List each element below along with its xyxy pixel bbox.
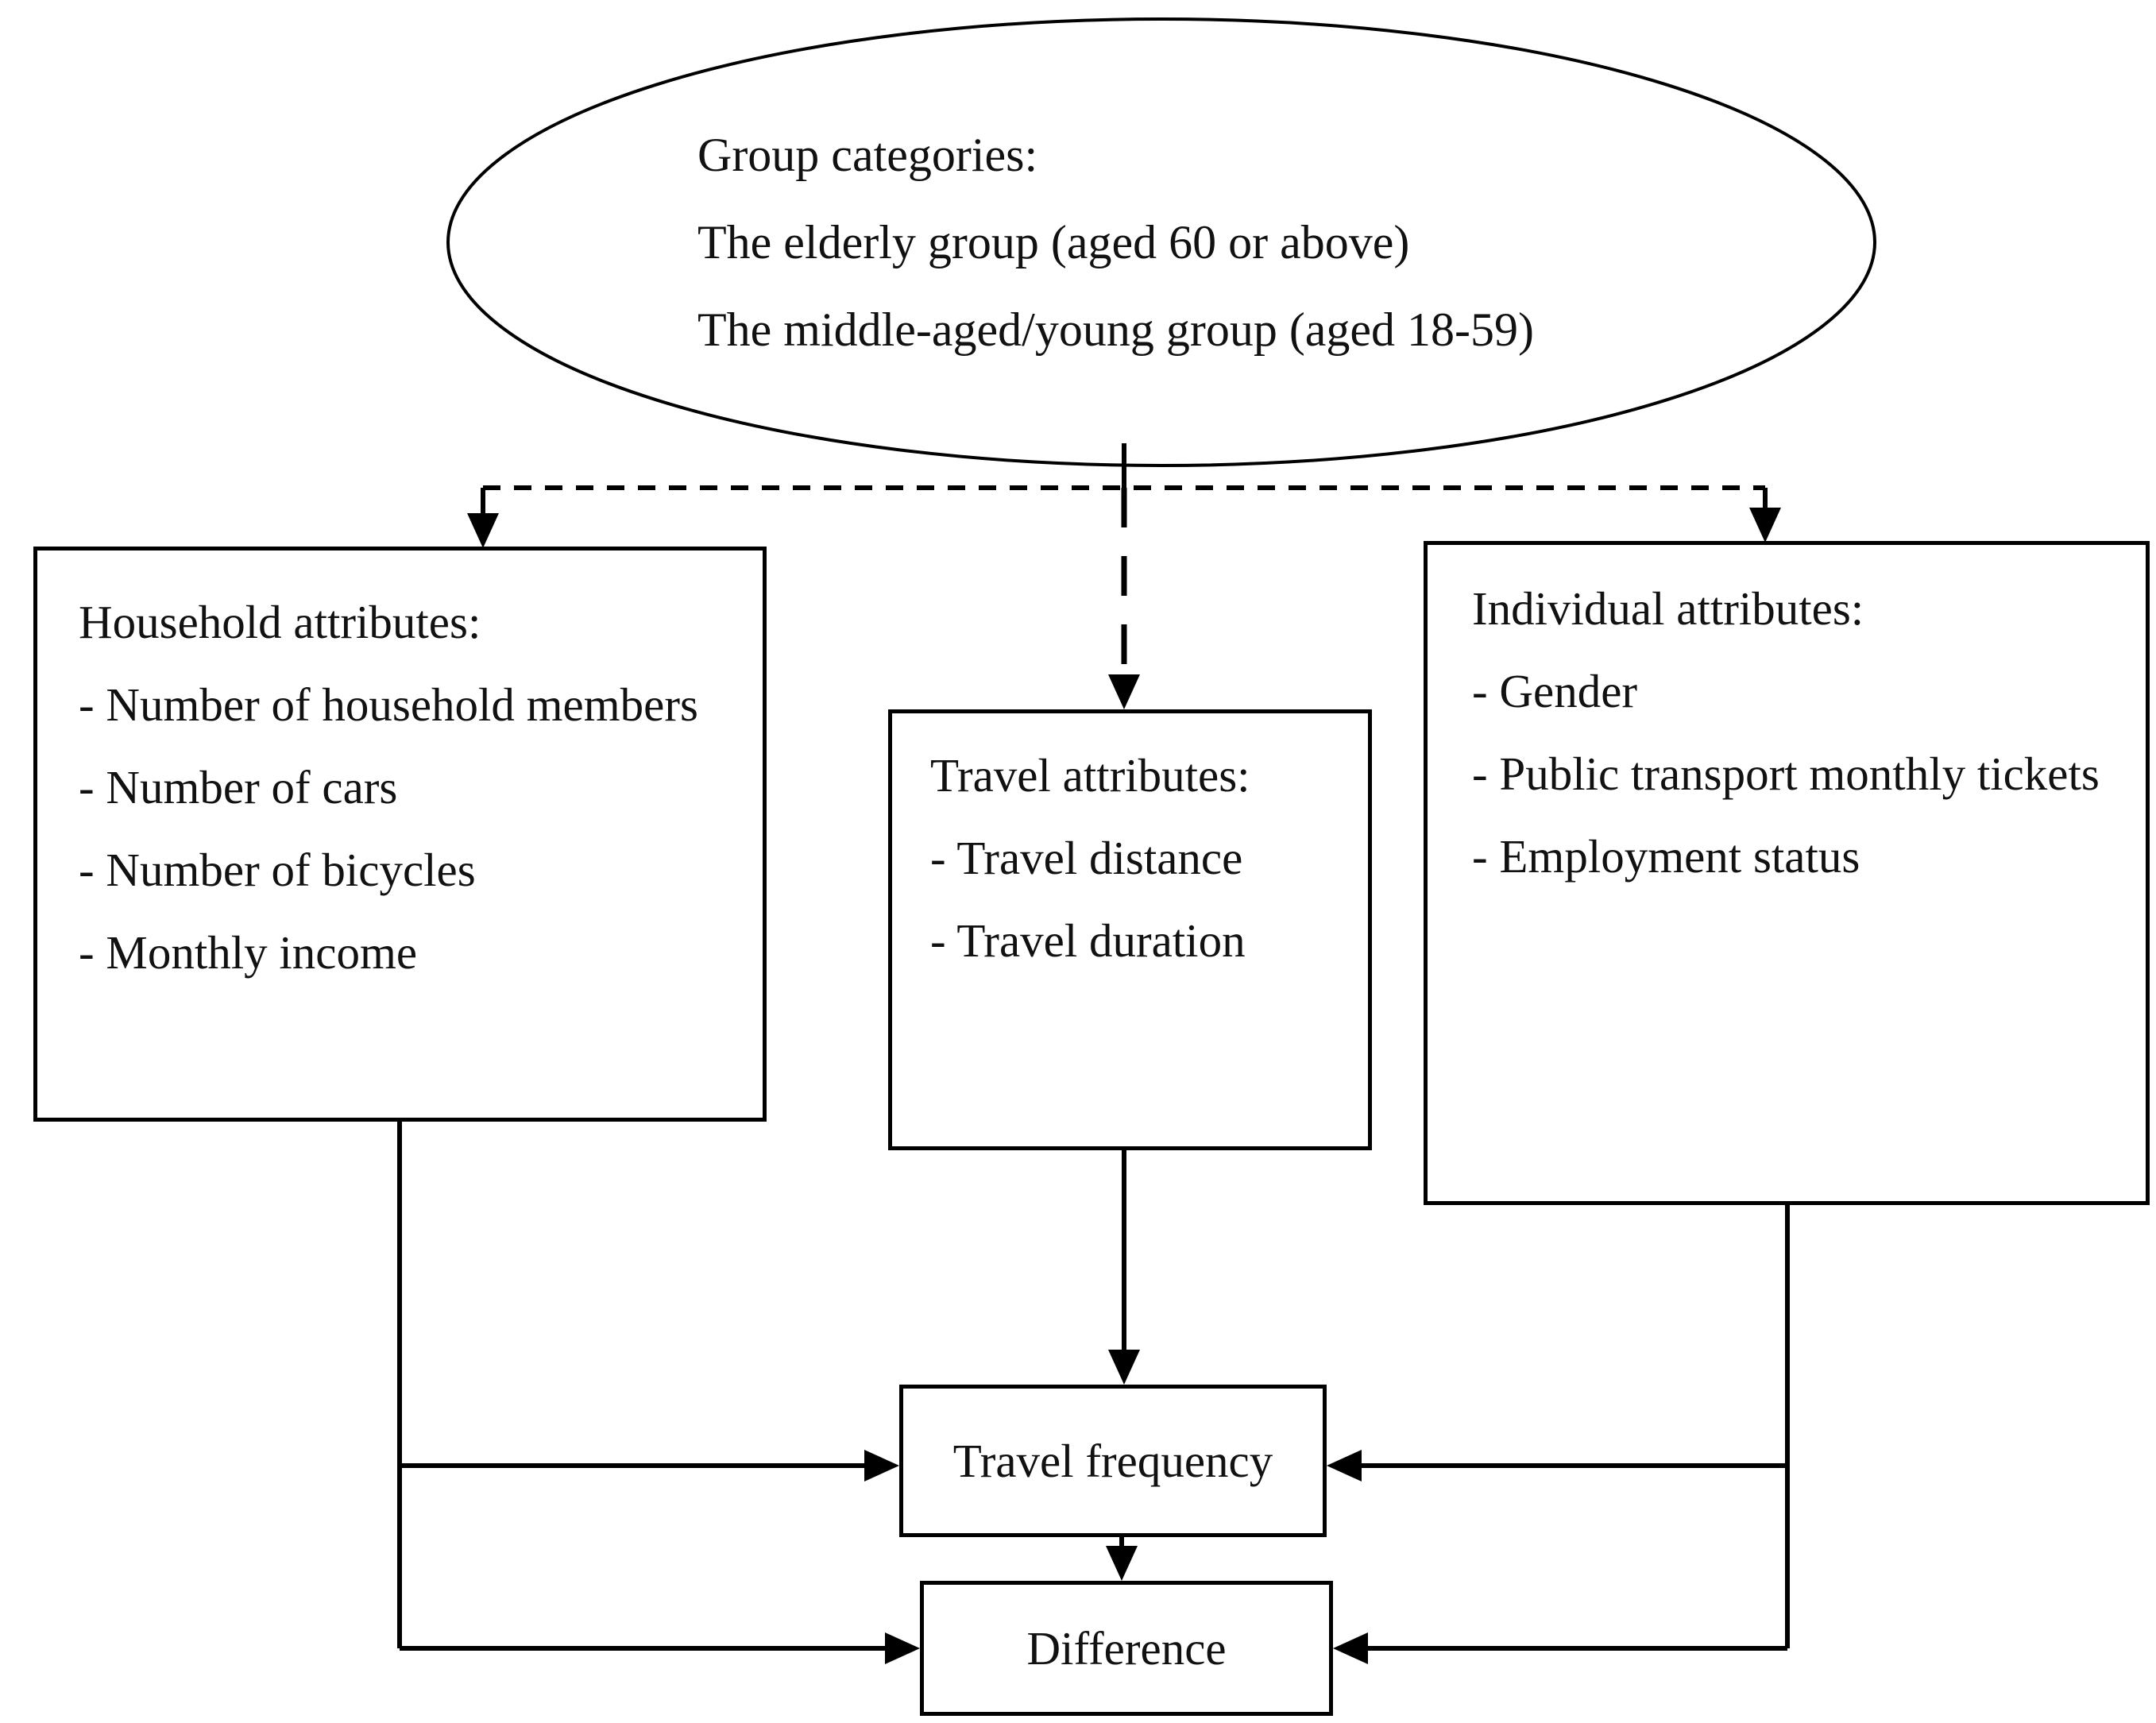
- elderly-group-line: The elderly group (aged 60 or above): [697, 216, 1410, 268]
- travel-attributes-title: Travel attributes:: [930, 749, 1250, 802]
- household-item-cars: - Number of cars: [79, 761, 398, 813]
- arrowhead-to-travel: [1108, 674, 1140, 709]
- arrowhead-individual-to-frequency: [1327, 1450, 1362, 1482]
- arrowhead-household-to-frequency: [864, 1450, 899, 1482]
- arrowhead-frequency-to-difference: [1106, 1546, 1138, 1581]
- arrowhead-travel-to-frequency: [1108, 1350, 1140, 1385]
- travel-item-duration: - Travel duration: [930, 914, 1246, 967]
- difference-label: Difference: [1026, 1621, 1227, 1675]
- difference-box: Difference: [920, 1581, 1333, 1716]
- travel-frequency-box: Travel frequency: [899, 1385, 1327, 1537]
- individual-attributes-title: Individual attributes:: [1472, 582, 1864, 635]
- arrowhead-to-individual: [1749, 508, 1781, 543]
- middle-aged-group-line: The middle-aged/young group (aged 18-59): [697, 303, 1535, 356]
- individual-item-tickets: - Public transport monthly tickets: [1472, 748, 2100, 800]
- travel-attributes-box: Travel attributes: - Travel distance - T…: [888, 709, 1372, 1150]
- household-attributes-title: Household attributes:: [79, 596, 481, 648]
- group-categories-heading: Group categories:: [697, 129, 1038, 181]
- household-item-income: - Monthly income: [79, 926, 418, 979]
- travel-item-distance: - Travel distance: [930, 832, 1243, 884]
- household-attributes-box: Household attributes: - Number of househ…: [33, 547, 767, 1122]
- arrowhead-household-to-difference: [885, 1632, 920, 1664]
- travel-frequency-label: Travel frequency: [952, 1434, 1273, 1487]
- household-item-members: - Number of household members: [79, 678, 698, 731]
- arrowhead-individual-to-difference: [1333, 1632, 1368, 1664]
- group-categories-ellipse: [446, 17, 1876, 467]
- individual-item-gender: - Gender: [1472, 665, 1638, 717]
- household-item-bicycles: - Number of bicycles: [79, 844, 476, 896]
- individual-item-employment: - Employment status: [1472, 830, 1860, 883]
- arrowhead-to-household: [467, 513, 499, 548]
- individual-attributes-box: Individual attributes: - Gender - Public…: [1424, 541, 2150, 1205]
- group-categories-text: Group categories: The elderly group (age…: [697, 111, 1849, 373]
